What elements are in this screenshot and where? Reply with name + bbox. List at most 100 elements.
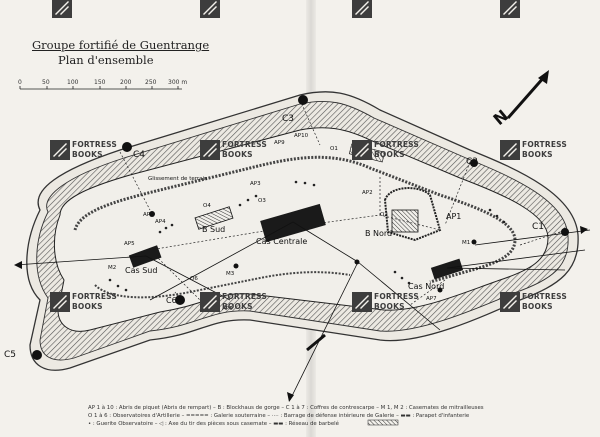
fortress-logo-icon — [500, 140, 520, 160]
ap7-pit — [437, 287, 443, 293]
label-ap7: AP7 — [426, 296, 437, 302]
cas-centrale-building — [260, 203, 326, 243]
label-b-nord: B Nord — [365, 229, 393, 238]
cas-nord-building — [430, 258, 464, 280]
watermark-text: BOOKS — [374, 150, 405, 159]
watermark: FORTRESS BOOKS — [500, 138, 567, 164]
legend-line-2: O 1 à 6 : Observatoires d'Artillerie – =… — [88, 413, 470, 419]
label-ap10: AP10 — [294, 133, 309, 139]
m1-dot — [471, 239, 477, 245]
plan-subtitle: Plan d'ensemble — [58, 53, 154, 67]
fortress-logo-icon — [52, 0, 72, 18]
label-cas-sud: Cas Sud — [125, 266, 158, 275]
label-ap4: AP4 — [155, 219, 166, 225]
scale-bar — [19, 86, 182, 90]
label-ap2: AP2 — [362, 190, 373, 196]
label-o2: O2 — [380, 212, 388, 218]
north-arrow — [506, 70, 549, 119]
watermark-text: BOOKS — [222, 150, 253, 159]
c4-pit — [122, 142, 132, 152]
watermark: FORTRESS BOOKS — [50, 290, 117, 316]
fortress-logo-icon — [500, 292, 520, 312]
watermark: FORTRESS BOOKS — [200, 138, 267, 164]
label-o3: O3 — [258, 198, 266, 204]
fortress-logo-icon — [50, 292, 70, 312]
scale-tick-label: 50 — [42, 79, 50, 86]
label-c3: C3 — [282, 114, 295, 124]
plan-title: Groupe fortifié de Guentrange — [32, 38, 210, 52]
south-rampart — [94, 271, 351, 299]
watermark-text: FORTRESS — [522, 292, 568, 301]
ap8-pit — [149, 211, 155, 217]
label-b-sud: B Sud — [202, 225, 226, 234]
fortress-logo-icon — [200, 292, 220, 312]
fortress-logo-icon — [500, 0, 520, 18]
c1-pit — [561, 228, 569, 236]
label-o6: O6 — [190, 276, 198, 282]
watermark-text: FORTRESS — [374, 140, 420, 149]
b-nord-outline — [383, 187, 442, 242]
label-ap6: AP6 — [222, 306, 233, 312]
label-c4: C4 — [133, 150, 146, 160]
fortress-logo-icon — [200, 140, 220, 160]
label-c1: C1 — [532, 222, 545, 232]
label-c5: C5 — [4, 350, 17, 360]
watermark-text: BOOKS — [522, 150, 553, 159]
watermark: FORTRESS BOOKS — [50, 138, 117, 164]
arrowhead — [14, 261, 22, 269]
label-m1: M1 — [462, 240, 471, 246]
label-cas-nord: Cas Nord — [408, 282, 445, 291]
m3-dot — [233, 263, 239, 269]
legend-line-3: • : Guerite Observatoire – ◁ : Axe du ti… — [88, 421, 339, 427]
fortress-logo-icon — [352, 292, 372, 312]
label-m2: M2 — [108, 265, 117, 271]
scale-tick-label: 250 — [145, 79, 157, 86]
label-ap3: AP3 — [250, 181, 261, 187]
watermark-text: FORTRESS — [374, 292, 420, 301]
fortress-logo-icon — [352, 0, 372, 18]
legend-barbed-wire-swatch — [367, 419, 399, 426]
arrowhead — [580, 226, 588, 234]
infantry-parapet-dots — [108, 180, 506, 292]
firing-axes — [14, 221, 591, 401]
scale-tick-label: 150 — [94, 79, 106, 86]
label-ap8: AP8 — [143, 212, 154, 218]
watermark: FORTRESS BOOKS — [500, 290, 567, 316]
label-o1: O1 — [330, 146, 338, 152]
watermark-text: BOOKS — [374, 302, 405, 311]
label-c2: C2 — [466, 157, 479, 167]
watermark — [500, 0, 562, 22]
legend-line-1: AP 1 à 10 : Abris de piquet (Abris de re… — [88, 405, 484, 411]
label-cas-centrale: Cas Centrale — [256, 237, 308, 246]
watermark — [52, 0, 114, 22]
c2-pit — [470, 159, 478, 167]
b-nord-block — [391, 209, 419, 233]
watermark-text: FORTRESS — [522, 140, 568, 149]
label-ap1: AP1 — [446, 212, 462, 221]
watermark-text: BOOKS — [72, 302, 103, 311]
b-sud-block — [194, 206, 234, 230]
watermark-text: FORTRESS — [222, 140, 268, 149]
scale-tick-label: 200 — [120, 79, 132, 86]
watermark — [200, 0, 262, 22]
south-pointer — [306, 333, 326, 352]
scale-tick-label: 0 — [18, 79, 22, 86]
c3-pit — [298, 95, 308, 105]
watermark-text: BOOKS — [222, 302, 253, 311]
label-o4: O4 — [203, 203, 211, 209]
c6-pit — [175, 295, 185, 305]
watermark: FORTRESS BOOKS — [200, 290, 267, 316]
label-glissement: Glissement de terrain — [148, 176, 208, 182]
label-c6: C6 — [166, 296, 177, 305]
arrowhead — [287, 392, 294, 402]
scale-tick-label: 300 m — [168, 79, 188, 86]
watermark-text: BOOKS — [522, 302, 553, 311]
fortress-logo-icon — [352, 140, 372, 160]
label-m3: M3 — [226, 271, 235, 277]
inner-rampart — [73, 155, 517, 284]
watermark-text: FORTRESS — [222, 292, 268, 301]
fortress-logo-icon — [200, 0, 220, 18]
watermark-text: BOOKS — [72, 150, 103, 159]
watermark: FORTRESS BOOKS — [352, 138, 419, 164]
